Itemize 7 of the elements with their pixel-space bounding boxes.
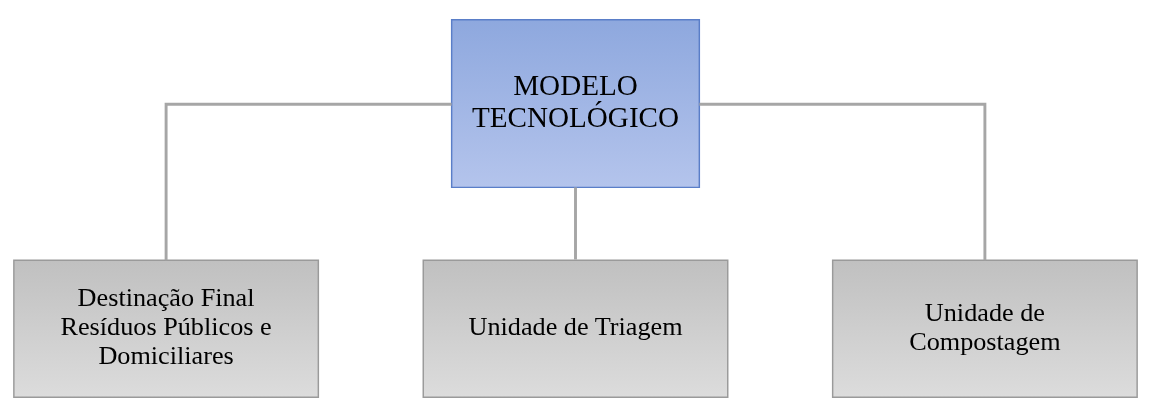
- node-box: MODELO TECNOLÓGICO: [450, 18, 701, 188]
- node-box: Unidade de Compostagem: [831, 259, 1138, 398]
- connector: [699, 102, 987, 260]
- connector: [574, 186, 577, 259]
- node-box: Destinação Final Resíduos Públicos e Domiciliares: [13, 259, 320, 398]
- node-box: Unidade de Triagem: [422, 259, 729, 398]
- connector: [164, 102, 452, 260]
